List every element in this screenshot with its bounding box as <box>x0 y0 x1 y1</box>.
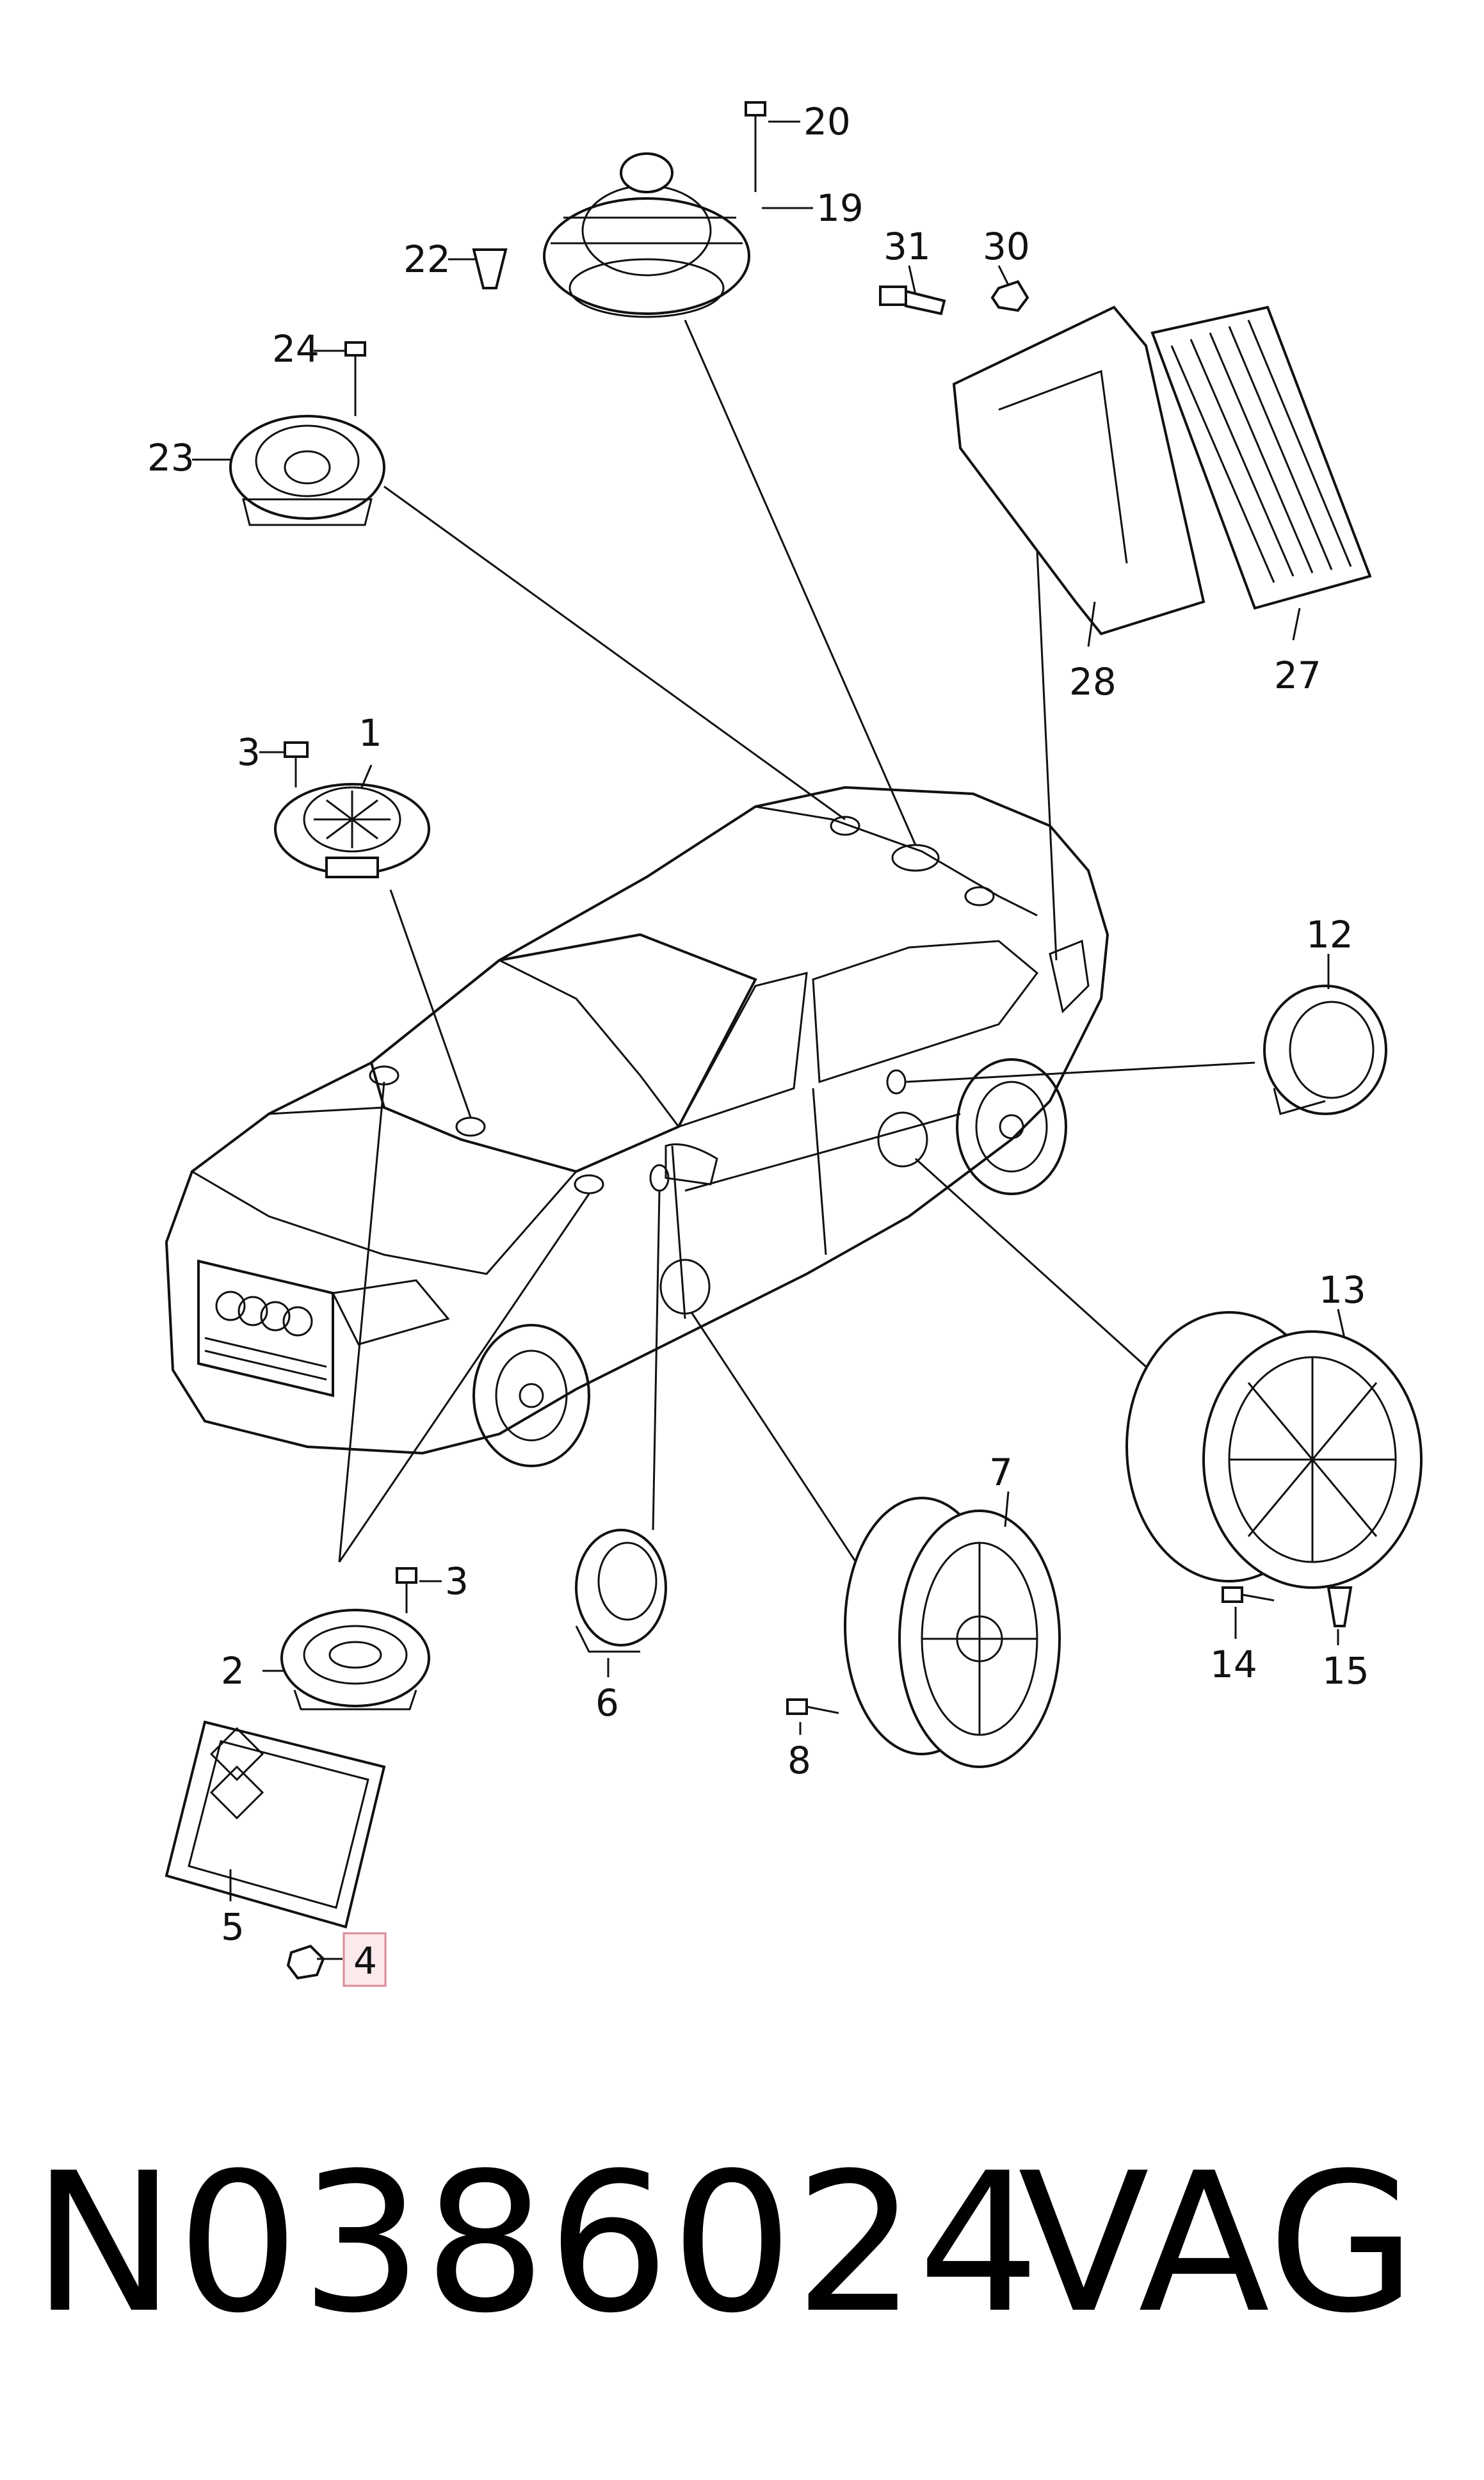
callout-27: 27 <box>1274 654 1321 697</box>
front-wheel <box>472 1324 590 1467</box>
callout-5: 5 <box>221 1905 245 1949</box>
part-30-nut <box>990 280 1029 312</box>
speaker-location-dash-right <box>574 1174 604 1195</box>
speaker-location-shelf-right <box>964 886 995 906</box>
part-number-footer: N0386024 <box>32 2132 1042 2355</box>
speaker-location-dash-center <box>455 1116 486 1137</box>
callout-15: 15 <box>1322 1649 1369 1693</box>
callout-4: 4 <box>353 1939 377 1983</box>
callout-8: 8 <box>787 1739 811 1782</box>
speaker-location-rear-door-woofer <box>877 1111 928 1168</box>
callout-13: 13 <box>1319 1268 1366 1312</box>
part-13-rear-speaker <box>1125 1311 1423 1589</box>
part-22-clip <box>472 248 508 289</box>
callout-7: 7 <box>989 1451 1013 1494</box>
callout-20: 20 <box>803 100 851 143</box>
leader-lines <box>338 319 1255 1575</box>
part-28-bracket <box>952 305 1206 636</box>
part-4-nut <box>286 1944 343 1980</box>
part-14-screw <box>1222 1586 1275 1603</box>
callout-3-lower: 3 <box>445 1559 469 1603</box>
speaker-location-front-door-woofer <box>659 1259 711 1315</box>
callout-1: 1 <box>359 711 382 755</box>
speaker-location-rear-door-tweeter <box>886 1069 907 1095</box>
part-27-amplifier <box>1150 305 1372 610</box>
part-23-speaker <box>229 415 385 526</box>
callout-23: 23 <box>147 436 195 479</box>
brand-footer: VAG <box>1018 2132 1418 2355</box>
part-2-dash-speaker <box>280 1609 430 1711</box>
callout-30: 30 <box>983 225 1030 268</box>
part-12-tweeter <box>1263 985 1387 1115</box>
part-19-shelf-speaker <box>543 152 750 318</box>
part-6-door-tweeter <box>575 1529 667 1653</box>
callout-31: 31 <box>883 225 931 268</box>
front-grille <box>197 1259 334 1397</box>
callout-12: 12 <box>1306 913 1353 956</box>
part-7-door-woofer <box>844 1497 1061 1768</box>
callout-2: 2 <box>221 1649 245 1693</box>
part-20-screw <box>745 101 766 192</box>
callout-labels: 20 19 22 31 30 24 23 28 27 3 1 12 13 7 3… <box>147 100 1369 1983</box>
part-31-bolt <box>879 286 946 316</box>
part-1-tweeter <box>274 783 430 878</box>
part-4-highlight-box <box>343 1932 387 1987</box>
callout-19: 19 <box>816 186 864 230</box>
speaker-location-shelf-left <box>830 816 860 836</box>
rear-wheel <box>956 1058 1067 1195</box>
callout-22: 22 <box>403 238 451 281</box>
part-3-screw-lower <box>396 1567 417 1613</box>
part-24-screw <box>344 341 366 416</box>
callout-3-upper: 3 <box>237 730 261 774</box>
callout-28: 28 <box>1069 660 1117 704</box>
part-8-screw <box>786 1698 839 1715</box>
car-illustration <box>165 785 1109 1467</box>
part-3-screw-upper <box>284 741 309 787</box>
part-5-speaker-grille <box>165 1720 386 1929</box>
part-15-clip <box>1327 1586 1353 1627</box>
callout-14: 14 <box>1210 1643 1257 1686</box>
callout-6: 6 <box>595 1681 619 1725</box>
callout-24: 24 <box>272 327 319 371</box>
